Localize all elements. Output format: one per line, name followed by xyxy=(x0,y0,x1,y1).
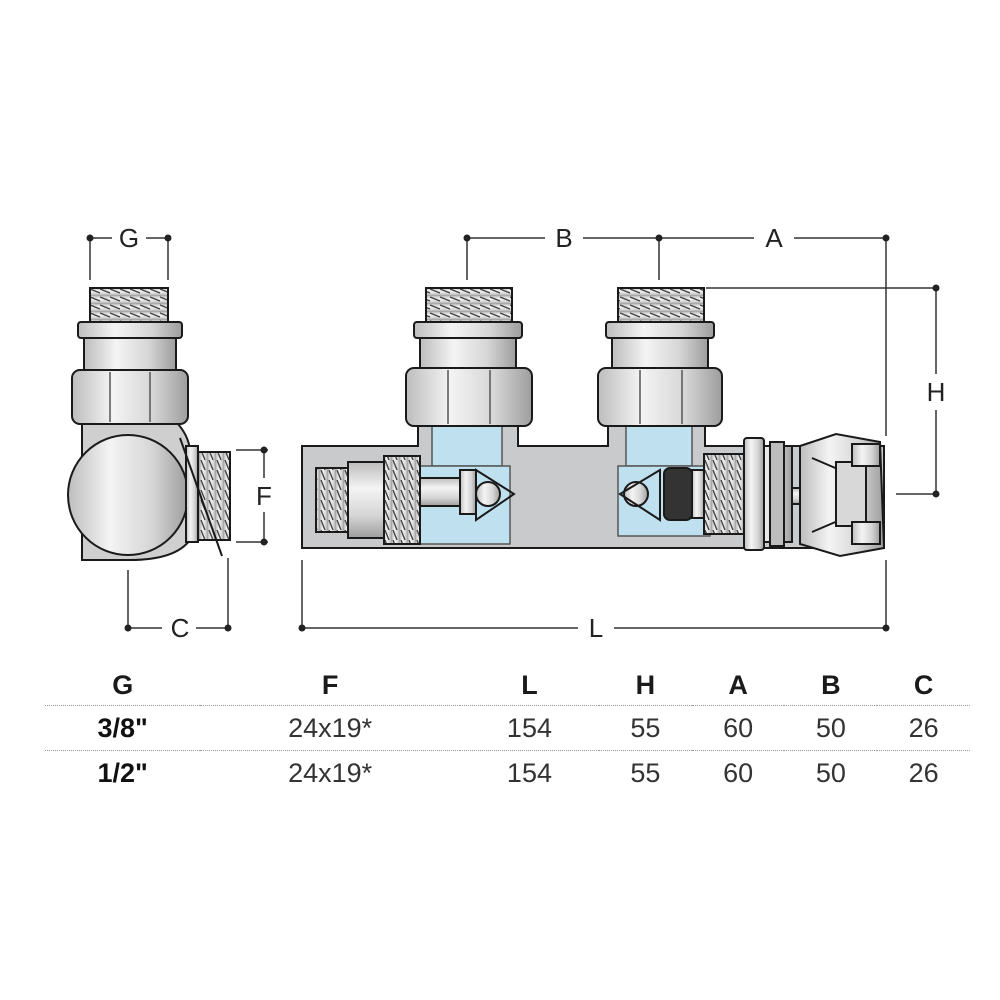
col-header-b: B xyxy=(821,669,841,700)
valve-seal xyxy=(663,467,693,521)
table-row: 1/2" 24x19* 154 55 60 50 26 xyxy=(45,750,970,796)
dim-label-c: C xyxy=(171,613,190,640)
side-top-thread xyxy=(89,287,169,323)
right-hex-nut xyxy=(597,367,723,427)
left-ball xyxy=(475,481,501,507)
cell-c: 26 xyxy=(908,757,939,788)
dim-label-g: G xyxy=(119,223,139,253)
col-header-g: G xyxy=(112,669,134,700)
dim-label-h: H xyxy=(927,377,946,407)
cell-a: 60 xyxy=(723,712,754,743)
cell-g: 3/8" xyxy=(97,712,148,743)
table-row: 3/8" 24x19* 154 55 60 50 26 xyxy=(45,705,970,751)
front-view xyxy=(301,287,886,558)
dimensions-table: G F L H A B C 3/8" 24x19* 154 55 60 50 2… xyxy=(45,665,970,795)
left-water-channel xyxy=(431,425,503,467)
side-right-thread xyxy=(197,451,231,541)
col-header-c: C xyxy=(913,669,934,700)
cell-f: 24x19* xyxy=(288,712,373,743)
right-ball xyxy=(623,481,649,507)
cell-l: 154 xyxy=(506,757,552,788)
dim-label-l: L xyxy=(589,613,603,640)
left-hex-nut xyxy=(405,367,533,427)
right-inner-thread xyxy=(703,453,745,535)
col-header-a: A xyxy=(728,669,748,700)
cell-a: 60 xyxy=(723,757,754,788)
col-header-h: H xyxy=(635,669,656,700)
front-dimensions xyxy=(298,234,940,632)
right-top-thread xyxy=(617,287,705,323)
cell-b: 50 xyxy=(815,757,846,788)
cell-c: 26 xyxy=(908,712,939,743)
col-header-f: F xyxy=(321,669,339,700)
side-dimensions xyxy=(86,234,268,632)
left-top-thread xyxy=(425,287,513,323)
valve-technical-drawing: G F C xyxy=(67,223,946,640)
left-inner-thread xyxy=(315,467,349,533)
cell-g: 1/2" xyxy=(97,757,148,788)
table-header-row: G F L H A B C xyxy=(45,665,970,706)
cell-h: 55 xyxy=(630,757,661,788)
cell-h: 55 xyxy=(630,712,661,743)
col-header-l: L xyxy=(521,669,538,700)
cell-f: 24x19* xyxy=(288,757,373,788)
dim-label-b: B xyxy=(555,223,572,253)
side-view xyxy=(67,287,231,561)
side-hex-nut xyxy=(71,369,189,425)
cell-l: 154 xyxy=(506,712,552,743)
side-round-cap xyxy=(67,434,189,556)
side-top-collar xyxy=(77,321,183,339)
dim-label-a: A xyxy=(765,223,783,253)
cell-b: 50 xyxy=(815,712,846,743)
right-water-channel xyxy=(625,425,693,467)
dim-label-f: F xyxy=(256,481,272,511)
side-top-neck xyxy=(83,337,177,371)
